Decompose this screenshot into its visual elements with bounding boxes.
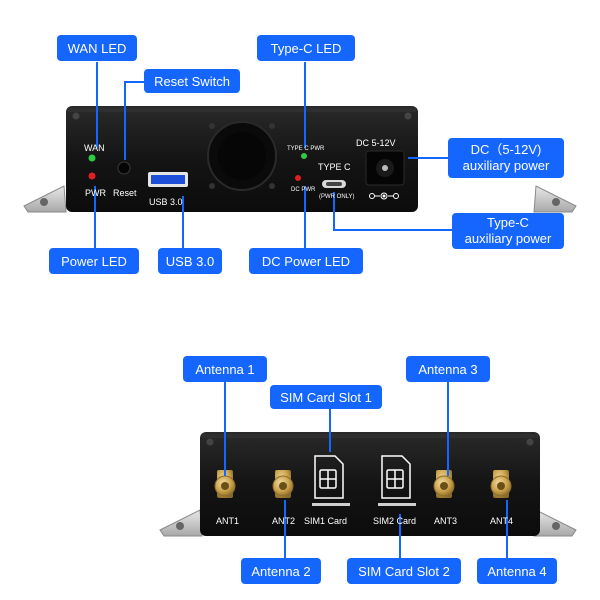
ant1-printed-label: ANT1 (216, 516, 240, 526)
reset-button (117, 161, 131, 175)
typec-printed-label: TYPE C (318, 162, 351, 172)
rear-leader-lines (224, 380, 508, 560)
ant4-connector (490, 470, 512, 498)
wan-led-green (88, 154, 96, 162)
ant2-connector (272, 470, 294, 498)
ant3-connector (433, 470, 455, 498)
dc-polarity-symbol (369, 192, 399, 200)
reset-printed-label: Reset (113, 188, 137, 198)
typec-pwr-printed-label: TYPE C PWR (287, 146, 325, 152)
reset-switch-callout: Reset Switch (144, 69, 240, 93)
dc-aux-power-callout: DC（5-12V) auxiliary power (448, 138, 564, 178)
pwr-only-printed-label: (PWR ONLY) (319, 194, 355, 200)
front-leader-lines (94, 62, 452, 250)
ant4-printed-label: ANT4 (490, 516, 514, 526)
typec-led-callout: Type-C LED (257, 35, 355, 61)
ant1-connector (214, 470, 236, 498)
sim2-card-icon (381, 455, 411, 499)
sim2-card-printed-label: SIM2 Card (373, 516, 417, 526)
antenna4-callout: Antenna 4 (477, 558, 557, 584)
sim1-slot (312, 503, 350, 506)
sim2-slot (378, 503, 416, 506)
dc-pwr-printed-label: DC PWR (291, 187, 316, 193)
usb-printed-label: USB 3.0 (149, 197, 183, 207)
sim1-card-icon (314, 455, 344, 499)
antenna2-callout: Antenna 2 (241, 558, 321, 584)
typec-aux-power-line2: auxiliary power (464, 231, 552, 246)
dc-power-led-callout: DC Power LED (249, 248, 363, 274)
ant2-printed-label: ANT2 (272, 516, 296, 526)
front-panel-device (23, 106, 577, 213)
power-led-callout: Power LED (49, 248, 139, 274)
wan-led-callout: WAN LED (57, 35, 137, 61)
wan-printed-label: WAN (84, 143, 105, 153)
dc-voltage-printed-label: DC 5-12V (356, 138, 396, 148)
sim-slot1-callout: SIM Card Slot 1 (270, 385, 382, 409)
usb30-callout: USB 3.0 (158, 248, 222, 274)
dc-aux-power-line1: DC（5-12V) (470, 142, 542, 157)
pwr-printed-label: PWR (85, 188, 106, 198)
typec-aux-power-line1: Type-C (487, 215, 529, 230)
sim-slot2-callout: SIM Card Slot 2 (347, 558, 461, 584)
typec-aux-power-callout: Type-C auxiliary power (452, 213, 564, 249)
pwr-led-red (88, 172, 96, 180)
ant3-printed-label: ANT3 (434, 516, 458, 526)
sim1-card-printed-label: SIM1 Card (304, 516, 348, 526)
antenna1-callout: Antenna 1 (183, 356, 267, 382)
dc-aux-power-line2: auxiliary power (462, 158, 550, 173)
typec-led-green (301, 153, 307, 159)
dc-led-red (295, 175, 301, 181)
antenna3-callout: Antenna 3 (406, 356, 490, 382)
